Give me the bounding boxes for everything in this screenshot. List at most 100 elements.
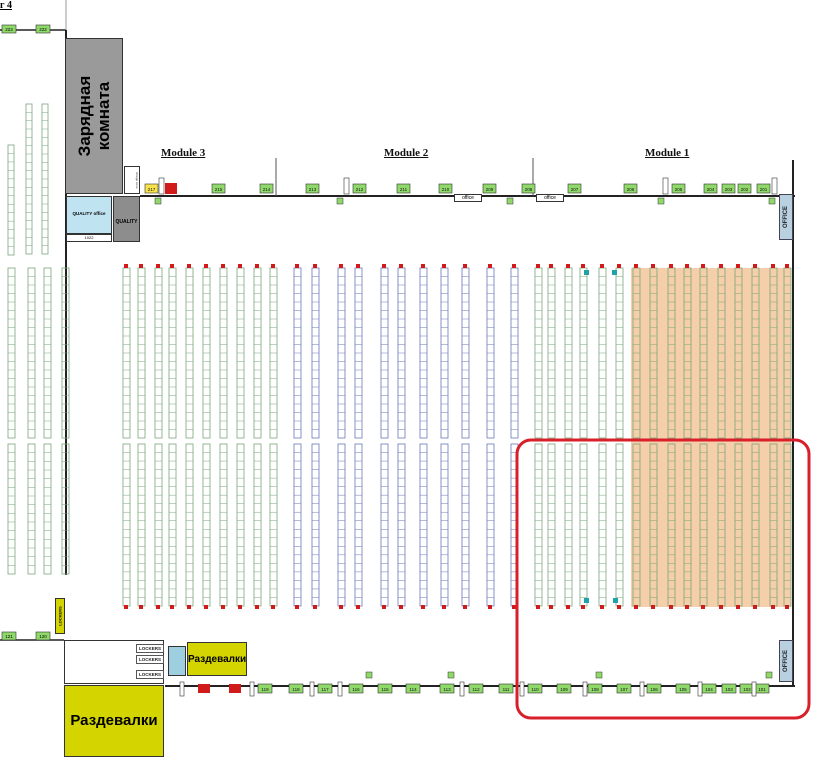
rack-col-lower-10: [293, 443, 302, 607]
dock-door-bottom-119: [257, 683, 273, 694]
rack-bottom-marker-21: [536, 605, 540, 609]
highlight-rectangle: [515, 438, 811, 720]
dock-door-bottom-label-101: 101: [758, 687, 766, 692]
dock-door-left-bottom-121: [1, 631, 17, 641]
changing-room-big: Раздевалки: [64, 685, 164, 757]
rack-bottom-marker-18: [463, 605, 467, 609]
left-rack-lower-2: [43, 443, 52, 575]
dock-door-bottom-112: [468, 683, 484, 694]
dock-door-bottom-label-116: 116: [352, 687, 360, 692]
top-pillar-1: [343, 177, 350, 195]
rack-top-marker-1: [139, 264, 143, 268]
bottom-pillar-0: [179, 681, 185, 697]
changing-room-entry: [168, 646, 186, 676]
rack-bottom-marker-5: [204, 605, 208, 609]
dock-door-top-210: [438, 183, 453, 194]
rack-bottom-marker-35: [771, 605, 775, 609]
rack-top-marker-8: [255, 264, 259, 268]
dock-door-top-label-217: 217: [148, 187, 156, 192]
quality-small-room: 1022: [66, 234, 112, 242]
dock-door-top-205: [671, 183, 686, 194]
dock-door-top-206: [623, 183, 638, 194]
rack-col-lower-18: [461, 443, 470, 607]
dock-door-bottom-label-103: 103: [725, 687, 733, 692]
rack-top-marker-3: [170, 264, 174, 268]
rack-col-lower-21: [534, 443, 543, 607]
dock-door-bottom-115: [377, 683, 393, 694]
rack-bottom-marker-31: [701, 605, 705, 609]
dock-door-left-top-label-223: 223: [5, 27, 13, 32]
dock-door-top-label-214: 214: [263, 187, 271, 192]
dock-door-bottom-116: [348, 683, 364, 694]
top-pillar-3: [771, 177, 778, 195]
dock-door-bottom-105: [675, 683, 691, 694]
dock-door-top-215: [211, 183, 226, 194]
rack-col-lower-16: [419, 443, 428, 607]
dock-door-top-201: [756, 183, 771, 194]
rack-bottom-marker-13: [356, 605, 360, 609]
dock-door-bottom-label-113: 113: [443, 687, 451, 692]
rack-top-marker-25: [600, 264, 604, 268]
dock-door-top-label-206: 206: [627, 187, 635, 192]
rack-top-marker-6: [221, 264, 225, 268]
office-right-bottom-label: OFFICE: [783, 650, 789, 672]
dock-door-top-211: [396, 183, 411, 194]
rack-bottom-marker-10: [295, 605, 299, 609]
charging-room-label: Зарядная комната: [75, 75, 113, 157]
charge-zone: charge zone: [124, 166, 140, 194]
rack-col-lower-8: [253, 443, 262, 607]
rack-col-lower-24: [579, 443, 588, 607]
rack-bottom-marker-22: [549, 605, 553, 609]
office-right-top-label: OFFICE: [783, 206, 789, 228]
rack-bottom-marker-19: [488, 605, 492, 609]
office-right-bottom: OFFICE: [779, 640, 793, 682]
left-rack-lower-0: [7, 443, 16, 575]
dock-door-bottom-label-108: 108: [591, 687, 599, 692]
dock-door-bottom-118: [288, 683, 304, 694]
rack-top-marker-30: [685, 264, 689, 268]
dock-door-top-217: [144, 183, 159, 194]
dock-door-top-label-204: 204: [707, 187, 715, 192]
dock-door-left-bottom-label-120: 120: [39, 634, 47, 639]
office-top-module1: office: [536, 194, 564, 202]
rack-bottom-marker-36: [785, 605, 789, 609]
module-1-label: Module 1: [645, 147, 690, 159]
rack-top-marker-0: [124, 264, 128, 268]
rack-top-marker-27: [634, 264, 638, 268]
bottom-marker-3: [765, 671, 773, 679]
left-rack-top-edge: [7, 144, 15, 256]
left-rack-lower-1: [27, 443, 36, 575]
rack-top-marker-26: [617, 264, 621, 268]
rack-col-lower-15: [397, 443, 406, 607]
rack-top-marker-33: [736, 264, 740, 268]
rack-bottom-marker-32: [719, 605, 723, 609]
rack-col-lower-14: [380, 443, 389, 607]
bottom-pillar-8: [697, 681, 703, 697]
rack-top-marker-17: [442, 264, 446, 268]
dock-door-bottom-label-114: 114: [409, 687, 417, 692]
dock-door-bottom-label-119: 119: [261, 687, 269, 692]
bottom-pillar-4: [459, 681, 465, 697]
rack-col-lower-13: [354, 443, 363, 607]
dock-door-top-202: [737, 183, 752, 194]
rack-bottom-marker-2: [156, 605, 160, 609]
rack-bottom-marker-1: [139, 605, 143, 609]
rack-top-marker-13: [356, 264, 360, 268]
dock-door-bottom-label-118: 118: [292, 687, 300, 692]
dock-door-top-204: [703, 183, 718, 194]
dock-door-bottom-113: [439, 683, 455, 694]
rack-top-marker-32: [719, 264, 723, 268]
top-marker-1: [336, 197, 344, 205]
dock-door-bottom-110: [527, 683, 543, 694]
rack-bottom-marker-12: [339, 605, 343, 609]
dock-door-top-label-210: 210: [442, 187, 450, 192]
dock-door-bottom-111: [498, 683, 514, 694]
cyan-marker-0: [584, 270, 589, 275]
module-2-label: Module 2: [384, 147, 429, 159]
dock-door-bottom-label-109: 109: [560, 687, 568, 692]
dock-door-top-207: [567, 183, 582, 194]
rack-top-marker-16: [421, 264, 425, 268]
rack-bottom-marker-29: [669, 605, 673, 609]
